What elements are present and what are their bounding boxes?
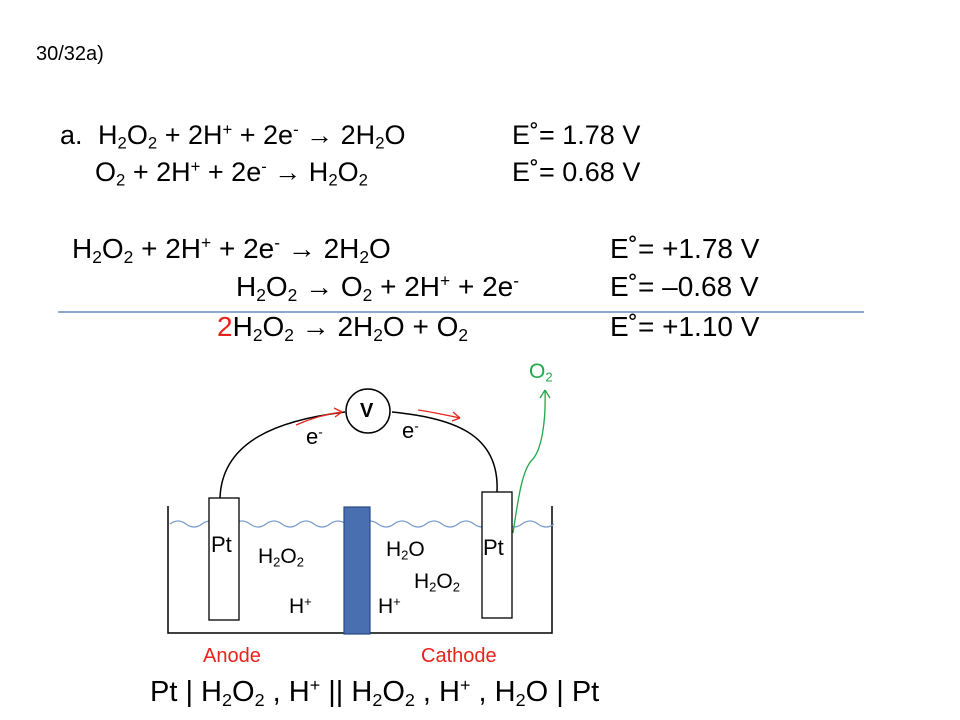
overall-coefficient: 2 <box>217 311 233 342</box>
reduction-potential: E˚= +1.78 V <box>610 233 760 264</box>
right-species-h2o: H2O <box>386 538 425 563</box>
part-a-eq1-potential: E˚= 1.78 V <box>512 120 641 150</box>
anode-label: Anode <box>203 645 261 667</box>
electron-arrow-right <box>417 409 461 419</box>
right-wire <box>391 411 498 493</box>
left-species-hplus: H+ <box>289 593 312 618</box>
voltmeter <box>345 388 391 434</box>
cathode-label: Cathode <box>421 645 497 667</box>
oxidation-half-reaction: H2O2 → O2 + 2H+ + 2e- <box>236 270 520 305</box>
electron-label-right: e- <box>402 418 419 443</box>
right-electrode-label: Pt <box>483 535 504 560</box>
overall-potential: E˚= +1.10 V <box>610 311 760 342</box>
right-species-h2o2: H2O2 <box>414 570 461 595</box>
left-species-h2o2: H2O2 <box>258 545 305 570</box>
voltmeter-label: V <box>360 400 374 422</box>
overall-reaction: 2H2O2 → 2H2O + O2 <box>217 311 469 345</box>
oxidation-potential: E˚= –0.68 V <box>610 271 759 302</box>
cell-notation: Pt | H2O2 , H+ || H2O2 , H+ , H2O | Pt <box>150 675 600 711</box>
oxygen-arrow <box>512 389 546 534</box>
right-electrode <box>481 491 513 619</box>
slide-label: 30/32a) <box>36 43 104 65</box>
part-a-letter: a. <box>60 120 83 150</box>
left-electrode-label: Pt <box>211 532 232 557</box>
right-species-hplus: H+ <box>378 593 401 618</box>
electron-arrow-left <box>295 411 343 426</box>
part-a-eq1: a. H2O2 + 2H+ + 2e- → 2H2O <box>60 119 406 153</box>
left-electrode <box>208 497 240 621</box>
part-a-eq2-potential: E˚= 0.68 V <box>512 157 641 187</box>
membrane <box>343 506 371 635</box>
reduction-half-reaction: H2O2 + 2H+ + 2e- → 2H2O <box>72 232 391 267</box>
oxygen-label: O2 <box>529 360 553 385</box>
part-a-eq2: O2 + 2H+ + 2e- → H2O2 <box>95 156 368 190</box>
left-wire <box>219 411 346 499</box>
electron-label-left: e- <box>306 424 323 449</box>
